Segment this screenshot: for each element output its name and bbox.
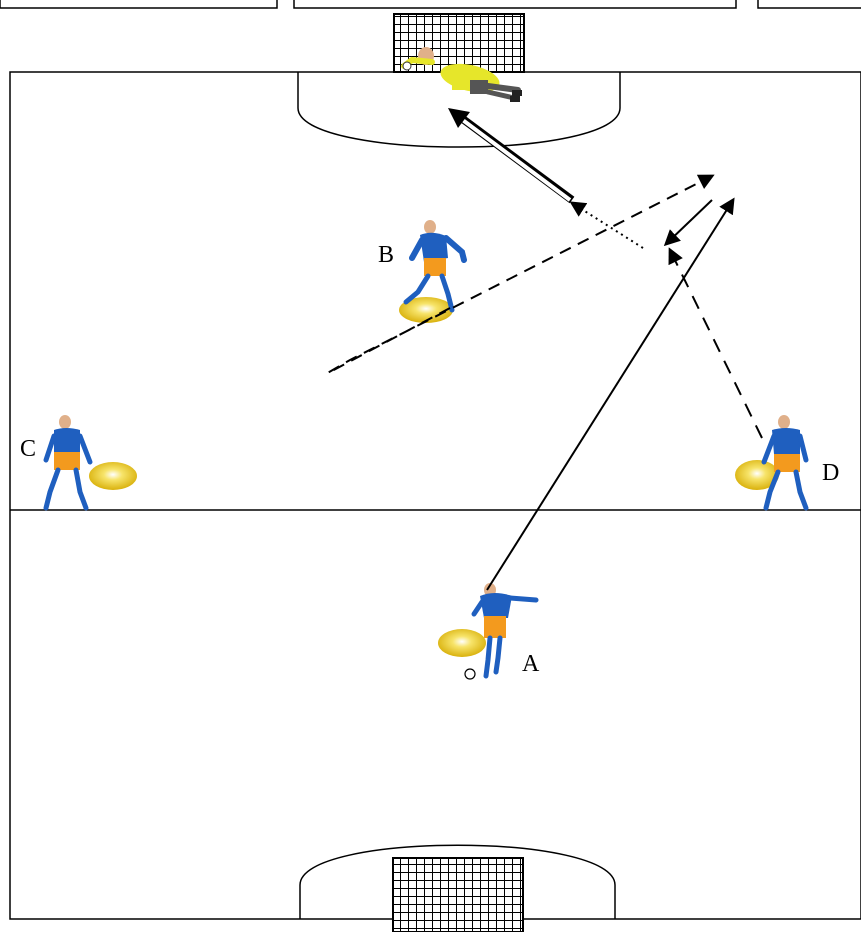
top-goal-net-icon	[394, 14, 524, 72]
run-arrow-b	[328, 176, 712, 373]
pass-arrow-a	[487, 200, 733, 590]
drill-paths	[328, 108, 762, 590]
top-edge-boxes	[0, 0, 861, 8]
player-a-label: A	[522, 651, 540, 677]
pitch-lines	[10, 72, 861, 919]
player-c-icon	[46, 415, 137, 508]
bottom-goal-net-icon	[393, 858, 523, 932]
player-d-label: D	[822, 460, 839, 486]
cone-disc-icon	[89, 462, 137, 490]
cone-disc-icon	[438, 629, 486, 657]
player-d-icon	[735, 415, 806, 508]
player-b-label: B	[378, 242, 394, 268]
ball-icon	[465, 669, 475, 679]
pass-arrow-return	[666, 200, 712, 244]
player-c-label: C	[20, 436, 36, 462]
pitch-boundary	[10, 72, 861, 919]
run-arrow-d	[670, 250, 762, 438]
